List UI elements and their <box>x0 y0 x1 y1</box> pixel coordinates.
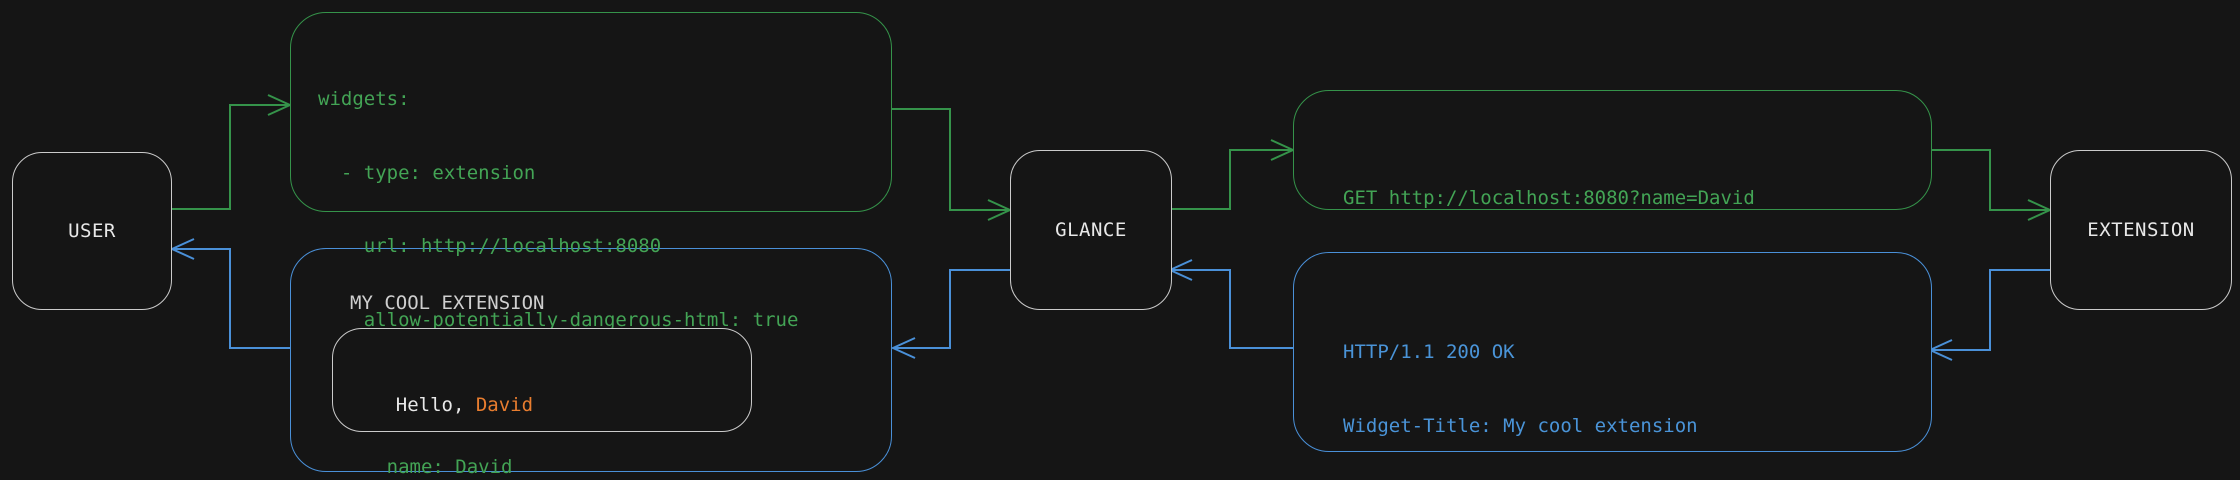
arrow-user-to-config <box>170 94 293 210</box>
arrowhead-icon <box>169 238 195 260</box>
arrowhead-icon <box>890 337 916 359</box>
arrow-shaft <box>1930 269 2050 351</box>
arrow-shaft <box>1170 269 1293 349</box>
arrow-shaft <box>1170 149 1293 210</box>
user-node-label: USER <box>68 220 116 242</box>
config-yaml-box <box>290 12 892 212</box>
user-node: USER <box>12 152 172 310</box>
arrow-shaft <box>172 248 290 349</box>
extension-node-label: EXTENSION <box>2087 219 2195 241</box>
glance-node: GLANCE <box>1010 150 1172 310</box>
greeting-prefix: Hello, <box>395 393 476 416</box>
code-line: name: David <box>318 455 513 478</box>
code-line: url: http://localhost:8080 <box>318 235 662 257</box>
arrow-widget-to-user <box>169 238 290 349</box>
http-request-box <box>1293 90 1932 210</box>
arrow-extension-to-response <box>1927 269 2050 361</box>
arrow-config-to-glance <box>890 108 1013 221</box>
widget-content-frame <box>332 328 752 432</box>
code-line: allow-potentially-dangerous-html: true <box>318 308 799 331</box>
code-line: HTTP/1.1 200 OK <box>1343 341 1515 363</box>
code-line: widgets: <box>318 88 410 110</box>
arrow-shaft <box>1930 149 2050 211</box>
http-request-code: GET http://localhost:8080?name=David <box>1343 137 1755 260</box>
code-line: - type: extension <box>318 161 536 184</box>
arrow-shaft <box>893 269 1010 349</box>
arrow-shaft <box>890 108 1010 211</box>
http-response-code: HTTP/1.1 200 OK Widget-Title: My cool ex… <box>1343 291 1881 480</box>
extension-node: EXTENSION <box>2050 150 2232 310</box>
greeting-name: David <box>475 393 534 416</box>
glance-node-label: GLANCE <box>1055 219 1127 241</box>
code-line: Widget-Title: My cool extension <box>1343 414 1698 437</box>
code-line: GET http://localhost:8080?name=David <box>1343 187 1755 209</box>
arrow-request-to-extension <box>1930 149 2053 221</box>
widget-title: MY COOL EXTENSION <box>350 292 545 314</box>
arrow-shaft <box>170 104 290 210</box>
arrow-glance-to-request <box>1170 139 1296 210</box>
arrow-response-to-glance <box>1167 259 1293 349</box>
arrow-glance-to-widget <box>890 269 1010 359</box>
widget-greeting: Hello, David <box>350 368 533 442</box>
http-response-box <box>1293 252 1932 452</box>
